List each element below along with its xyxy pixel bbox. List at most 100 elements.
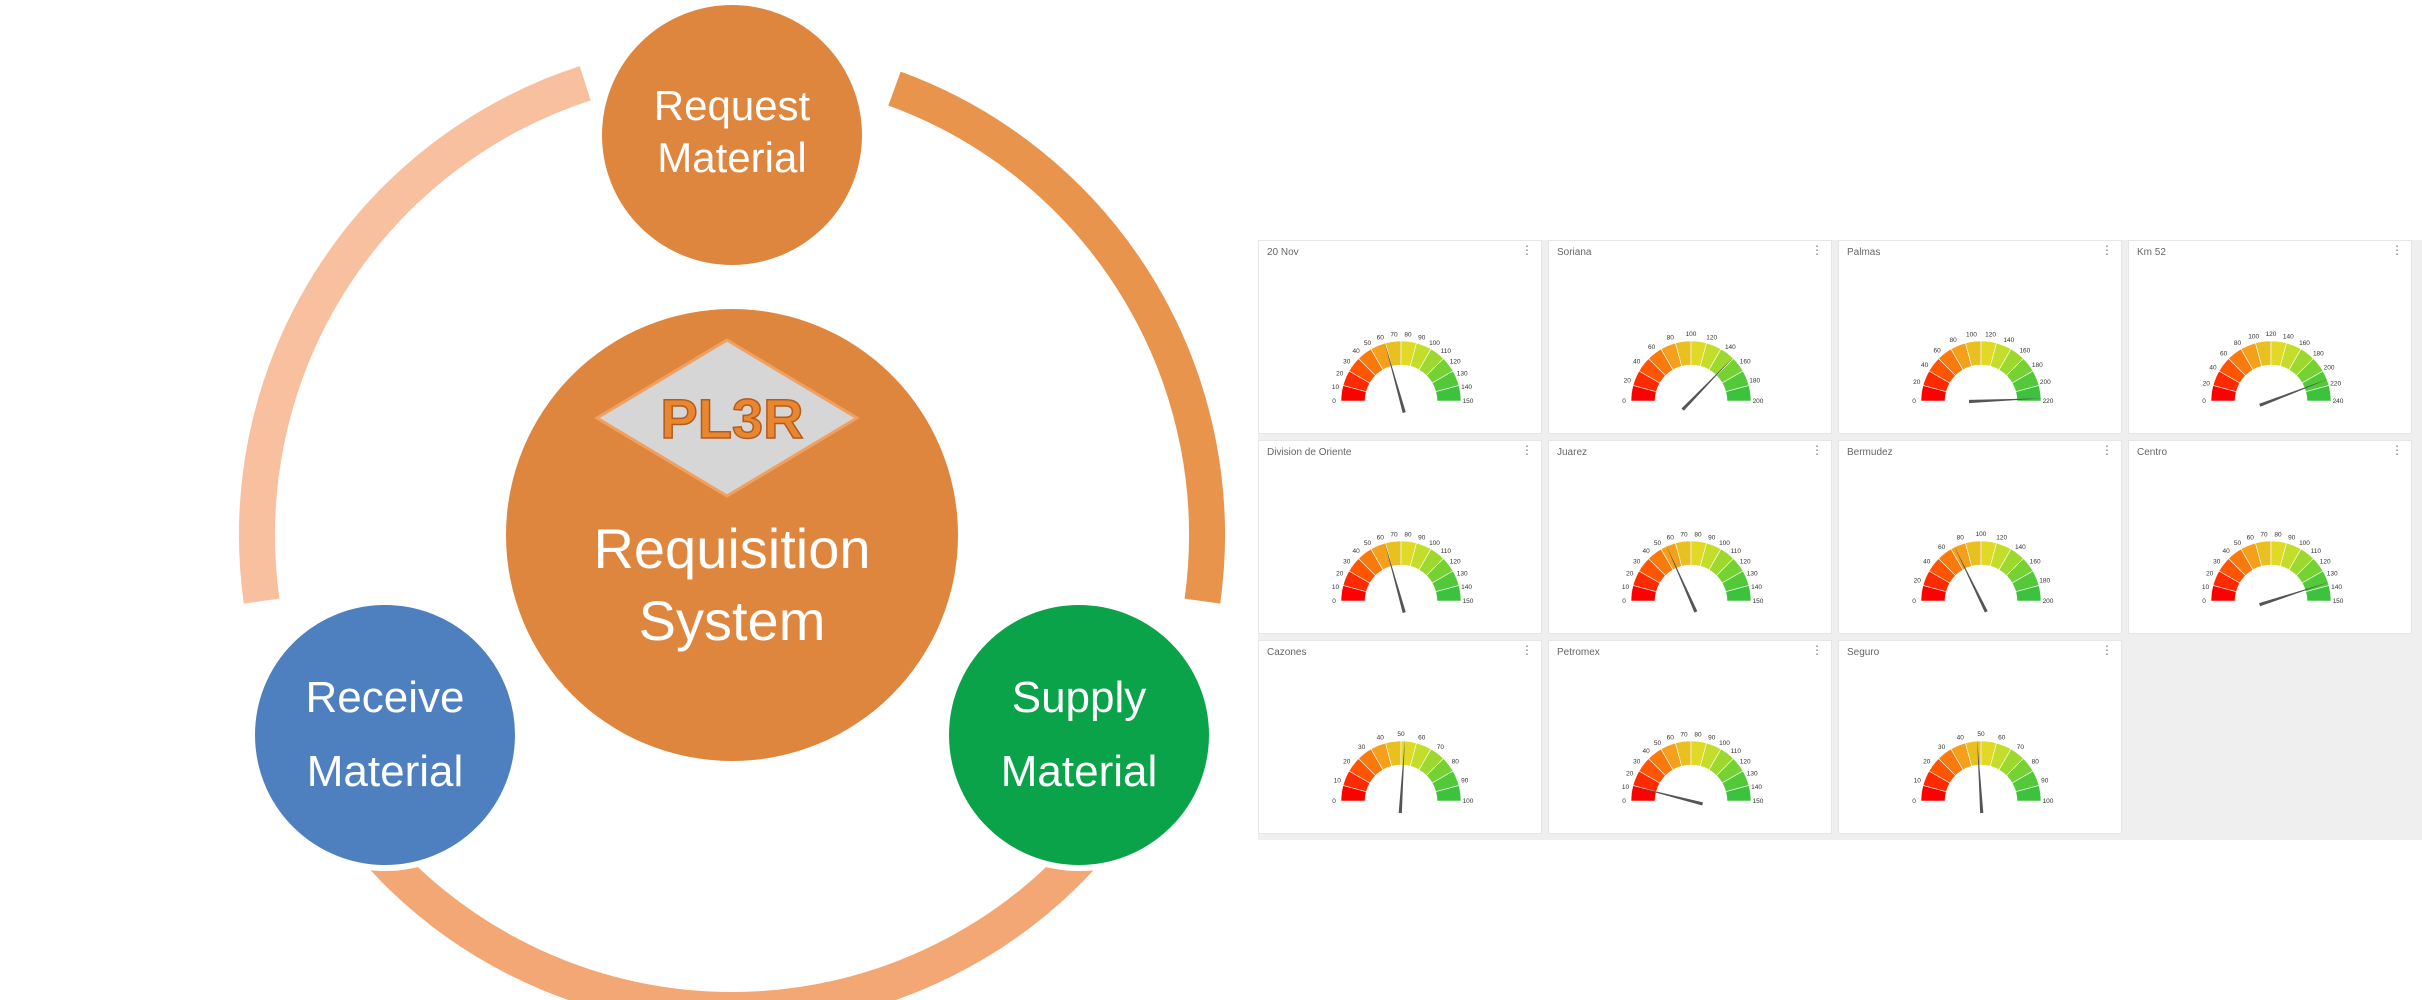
gauge-tick-label: 30: [1343, 559, 1351, 566]
gauge-tick-label: 100: [1429, 340, 1440, 347]
gauge-tick-label: 150: [1463, 398, 1474, 405]
kebab-menu-icon[interactable]: ⋮: [2101, 443, 2113, 457]
kebab-menu-icon[interactable]: ⋮: [2391, 243, 2403, 257]
gauge-tick-label: 240: [2333, 398, 2344, 405]
gauge-tick-label: 80: [1667, 334, 1675, 341]
gauge-tick-label: 40: [2223, 548, 2231, 555]
gauge-tick-label: 60: [2247, 534, 2255, 541]
gauge-tick-label: 80: [2234, 340, 2242, 347]
gauge-tick-label: 180: [2032, 362, 2043, 369]
gauge-tick-label: 20: [1923, 759, 1931, 766]
gauge-tick-label: 60: [1418, 734, 1426, 741]
gauge-tick-label: 80: [1957, 534, 1965, 541]
gauge-tick-label: 180: [2039, 577, 2050, 584]
gauge-tick-label: 90: [2041, 777, 2049, 784]
node-receive-material[interactable]: Receive Material: [249, 599, 521, 871]
gauge-tick-label: 0: [2202, 398, 2206, 405]
gauge-tick-label: 160: [2030, 559, 2041, 566]
gauge-needle: [1665, 544, 1698, 613]
kebab-menu-icon[interactable]: ⋮: [2101, 643, 2113, 657]
gauge-tick-label: 130: [1747, 771, 1758, 778]
kebab-menu-icon[interactable]: ⋮: [1811, 243, 1823, 257]
gauge-needle: [1398, 739, 1405, 814]
gauge-band: [2305, 585, 2332, 602]
gauge-tick-label: 50: [2234, 540, 2242, 547]
gauge-tick-label: 80: [1404, 331, 1412, 338]
gauge-tick-label: 70: [1437, 744, 1445, 751]
gauge-tick-label: 70: [1680, 531, 1688, 538]
gauge-tick-label: 100: [1686, 331, 1697, 338]
kebab-menu-icon[interactable]: ⋮: [2101, 243, 2113, 257]
gauge-tick-label: 30: [1358, 744, 1366, 751]
gauge-tick-label: 100: [1719, 740, 1730, 747]
node-request-material[interactable]: Request Material: [596, 0, 868, 271]
gauge-band: [2305, 385, 2332, 402]
gauge-tick-label: 100: [2299, 540, 2310, 547]
gauge-tick-label: 20: [1624, 377, 1632, 384]
gauge-tick-label: 50: [1654, 540, 1662, 547]
gauge-tick-label: 30: [2213, 559, 2221, 566]
gauge-tick-label: 20: [1336, 571, 1344, 578]
kebab-menu-icon[interactable]: ⋮: [1811, 643, 1823, 657]
gauge-tick-label: 160: [2019, 347, 2030, 354]
gauge-tick-label: 90: [1418, 334, 1426, 341]
gauge-title: Juarez: [1557, 447, 1588, 458]
gauge-tick-label: 0: [1912, 798, 1916, 805]
gauge-tick-label: 130: [1747, 571, 1758, 578]
pl3r-logo-text: PL3R: [660, 387, 803, 450]
gauge-tick-label: 150: [1463, 598, 1474, 605]
gauge-tick-label: 60: [1667, 734, 1675, 741]
gauge-tick-label: 100: [2043, 798, 2054, 805]
kebab-menu-icon[interactable]: ⋮: [1521, 443, 1533, 457]
requisition-cycle-diagram: PL3R Requisition System Request Material…: [239, 0, 1225, 1000]
supply-label-line1: Supply: [1012, 673, 1147, 722]
gauge-tick-label: 60: [1934, 347, 1942, 354]
gauge-tick-label: 140: [2331, 584, 2342, 591]
gauge-tick-label: 70: [1680, 731, 1688, 738]
kebab-menu-icon[interactable]: ⋮: [1521, 643, 1533, 657]
gauge-tick-label: 50: [1364, 540, 1372, 547]
gauge-tick-label: 50: [1364, 340, 1372, 347]
ring-arc-request-to-supply: [888, 71, 1225, 604]
gauge-tick-label: 20: [1336, 371, 1344, 378]
supply-label-line2: Material: [1001, 747, 1158, 796]
gauge-tick-label: 20: [1913, 379, 1921, 386]
kebab-menu-icon[interactable]: ⋮: [2391, 443, 2403, 457]
node-supply-material[interactable]: Supply Material: [943, 599, 1215, 871]
gauge-tick-label: 0: [1912, 398, 1916, 405]
request-label-line2: Material: [657, 134, 806, 181]
gauge-tick-label: 50: [1977, 731, 1985, 738]
gauge-tick-label: 180: [1749, 377, 1760, 384]
gauge-tick-label: 200: [2043, 598, 2054, 605]
gauge-tick-label: 20: [2206, 571, 2214, 578]
gauge-tick-label: 10: [1914, 777, 1922, 784]
gauge-tick-label: 90: [1461, 777, 1469, 784]
gauge-title: Soriana: [1557, 247, 1592, 258]
gauge-needle: [1953, 545, 1988, 613]
gauge-tick-label: 20: [2203, 381, 2211, 388]
gauge-tick-label: 40: [1353, 548, 1361, 555]
kebab-menu-icon[interactable]: ⋮: [1521, 243, 1533, 257]
gauge-tick-label: 130: [2327, 571, 2338, 578]
kebab-menu-icon[interactable]: ⋮: [1811, 443, 1823, 457]
gauge-tick-label: 0: [1912, 598, 1916, 605]
gauge-tick-label: 120: [1740, 759, 1751, 766]
gauge-tick-label: 120: [2320, 559, 2331, 566]
gauge-needle: [1977, 739, 1984, 814]
gauge-tick-label: 100: [1719, 540, 1730, 547]
gauge-tick-label: 20: [1914, 577, 1922, 584]
